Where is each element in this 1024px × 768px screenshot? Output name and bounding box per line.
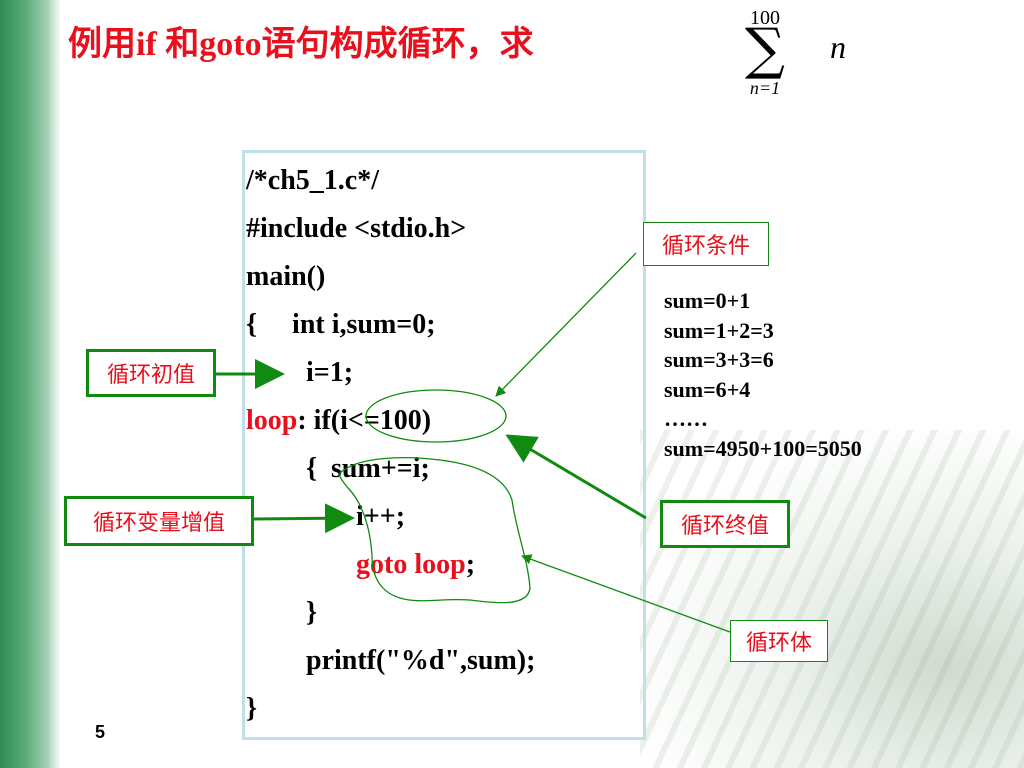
label-loop-increment: 循环变量增值 — [64, 496, 254, 546]
code-line-loop-label: loop: if(i<=100) — [246, 405, 431, 437]
sum-trace: sum=0+1 sum=1+2=3 sum=3+3=6 sum=6+4 …… s… — [664, 286, 862, 463]
label-loop-condition: 循环条件 — [643, 222, 769, 266]
code-line-include: #include <stdio.h> — [246, 213, 467, 244]
loop-condition-text: : if(i<=100) — [297, 405, 432, 436]
code-line-declaration: { int i,sum=0; — [246, 309, 436, 340]
label-loop-init: 循环初值 — [86, 349, 216, 397]
background-decoration — [640, 430, 1024, 768]
formula-lower-limit: n=1 — [750, 78, 780, 98]
trace-line: …… — [664, 406, 708, 431]
trace-line: sum=3+3=6 — [664, 347, 774, 372]
summation-formula: 100 ∑ n=1 n — [745, 7, 846, 98]
code-line-close-main: } — [246, 693, 258, 724]
code-line-main: main() — [246, 261, 326, 292]
title-keyword-goto: goto — [199, 26, 262, 63]
slide-title: 例用if 和goto语句构成循环，求 — [68, 16, 534, 65]
label-loop-end-value: 循环终值 — [660, 500, 790, 548]
title-keyword-if: if — [136, 26, 157, 63]
code-line-init: i=1; — [306, 357, 354, 388]
goto-semicolon: ; — [465, 549, 476, 580]
code-line-close-inner: } — [306, 597, 318, 628]
code-line-sum: { sum+=i; — [306, 453, 430, 484]
sigma-symbol: ∑ — [745, 17, 785, 82]
loop-label-keyword: loop — [246, 405, 298, 436]
title-part: 语句构成循环，求 — [261, 26, 534, 63]
page-number: 5 — [95, 722, 106, 742]
title-part: 和 — [156, 26, 200, 63]
trace-line: sum=0+1 — [664, 288, 751, 313]
title-part: 例用 — [68, 26, 136, 63]
code-line-goto: goto loop; — [356, 549, 475, 581]
code-line-increment: i++; — [356, 501, 406, 532]
formula-term: n — [830, 29, 846, 65]
trace-line: sum=4950+100=5050 — [664, 435, 862, 461]
label-loop-body: 循环体 — [730, 620, 828, 662]
trace-line: sum=6+4 — [664, 376, 751, 402]
formula-upper-limit: 100 — [750, 7, 780, 29]
goto-statement: goto loop — [356, 549, 466, 580]
left-decorative-bar — [0, 0, 62, 768]
left-bar-fade — [48, 0, 62, 768]
code-line-printf: printf("%d",sum); — [306, 645, 536, 676]
code-line-comment: /*ch5_1.c*/ — [246, 165, 379, 196]
trace-line: sum=1+2=3 — [664, 317, 774, 343]
